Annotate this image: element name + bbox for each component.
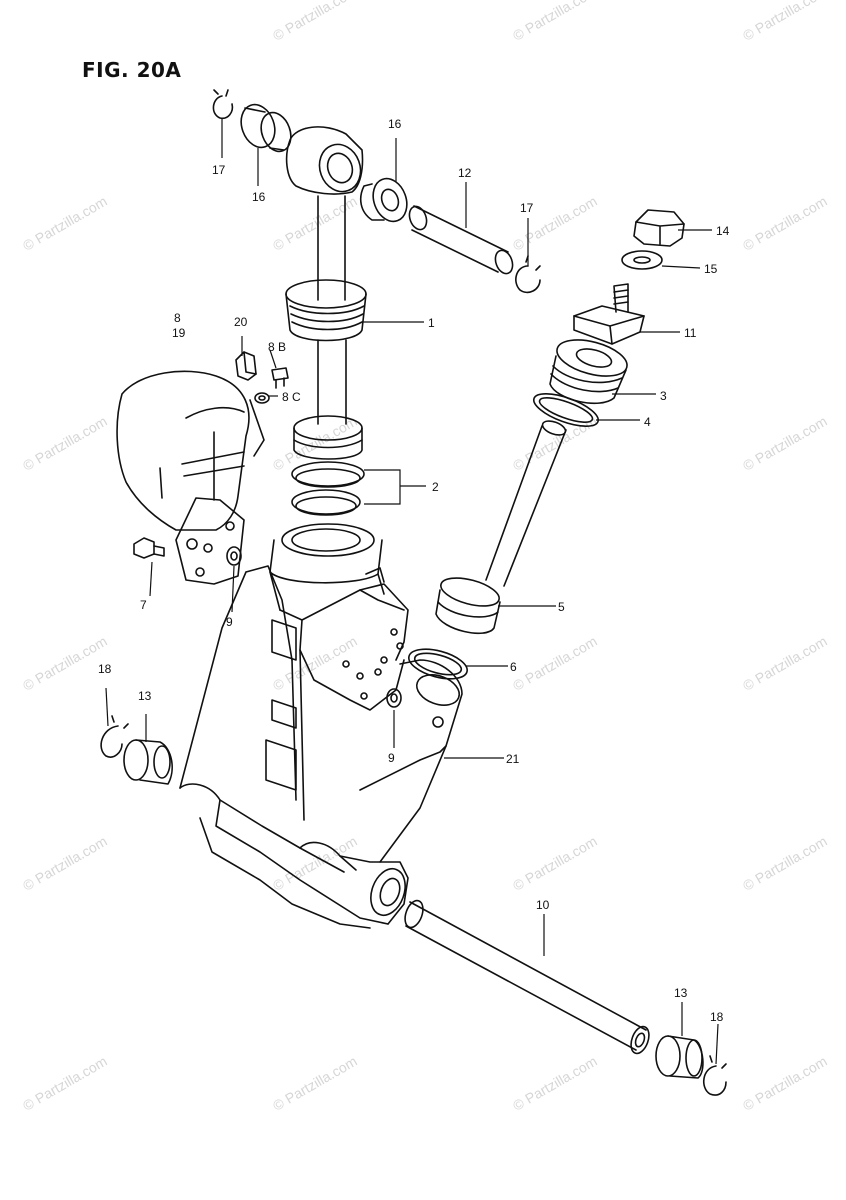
circlip-17-top	[212, 89, 234, 120]
leader-lines	[105, 118, 719, 1065]
bushing-16-right	[359, 177, 408, 223]
callout-8: 8	[174, 311, 181, 325]
cylinder-gland-1	[285, 279, 367, 425]
o-ring-6	[408, 648, 468, 680]
bolt-7	[133, 537, 165, 559]
callout-9: 9	[226, 615, 233, 629]
washer-9-right	[386, 688, 402, 708]
callout-15: 15	[704, 262, 718, 276]
callout-19: 19	[172, 326, 186, 340]
callout-18: 18	[98, 662, 112, 676]
callout-12: 12	[458, 166, 472, 180]
callout-1: 1	[428, 316, 435, 330]
callout-17: 17	[520, 201, 534, 215]
washer-8c	[254, 392, 270, 404]
callout-6: 6	[510, 660, 517, 674]
callout-9: 9	[388, 751, 395, 765]
callout-21: 21	[506, 752, 520, 766]
o-rings-2	[291, 461, 365, 516]
callout-20: 20	[234, 315, 248, 329]
cover-8	[116, 370, 265, 585]
callout-5: 5	[558, 600, 565, 614]
threaded-cap-3	[549, 339, 628, 405]
callout-16: 16	[252, 190, 266, 204]
circlip-18-right	[703, 1055, 727, 1096]
washer-9-left	[226, 546, 242, 566]
callout-7: 7	[140, 598, 147, 612]
callout-4: 4	[644, 415, 651, 429]
callout-10: 10	[536, 898, 550, 912]
callout-labels: 17 16 16 12 17 14 15 1 11 8 19 20 8 B 8 …	[98, 117, 730, 1024]
callout-2: 2	[432, 480, 439, 494]
callout-8c: 8 C	[282, 390, 301, 404]
circlip-18-left	[100, 715, 129, 758]
ring-4	[532, 393, 600, 427]
cap-20	[235, 351, 257, 381]
cylinder-body-21	[179, 523, 463, 929]
nut-14	[633, 209, 685, 247]
shaft-10	[404, 899, 650, 1055]
washer-15	[621, 250, 663, 270]
callout-13: 13	[674, 986, 688, 1000]
trim-rod-5	[435, 420, 567, 635]
callout-13: 13	[138, 689, 152, 703]
upper-pivot-boss	[285, 126, 364, 301]
callout-16: 16	[388, 117, 402, 131]
figure-title: FIG. 20A	[82, 58, 182, 82]
bushing-13-right	[655, 1035, 704, 1079]
piston	[293, 415, 363, 460]
callout-18: 18	[710, 1010, 724, 1024]
stud-plate-11	[573, 283, 645, 345]
bushing-16-left	[240, 103, 292, 153]
callout-11: 11	[684, 326, 697, 340]
pin-12	[408, 205, 514, 275]
callout-17: 17	[212, 163, 226, 177]
screw-8b	[271, 367, 289, 389]
callout-3: 3	[660, 389, 667, 403]
callout-8b: 8 B	[268, 340, 286, 354]
callout-14: 14	[716, 224, 730, 238]
bushing-13-left	[123, 739, 173, 785]
